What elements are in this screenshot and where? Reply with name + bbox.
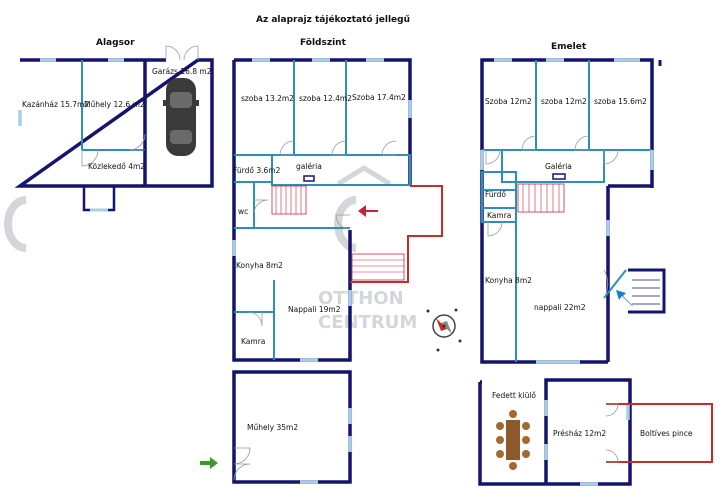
- ground-bathroom-label: Fürdő 3.6m2: [233, 166, 281, 175]
- ground-wc-label: wc: [238, 207, 248, 216]
- workshop-entry-arrow-icon: [200, 457, 218, 469]
- basement-corridor-label: Közlekedő 4m2: [88, 162, 145, 171]
- watermark-line2: CENTRUM: [318, 312, 417, 333]
- ground-gallery-label: galéria: [296, 162, 322, 171]
- plan-title: Az alaprajz tájékoztató jellegű: [256, 14, 410, 25]
- basement-entry: [82, 184, 116, 212]
- ground-floor-header: Földszint: [300, 38, 347, 48]
- upper-kitchen-label: Konyha 8m2: [485, 276, 532, 285]
- watermark-line1: OTTHON: [318, 288, 404, 309]
- ground-stairs: [271, 185, 307, 215]
- basement-plan: Kazánház 15.7m2 Műhely 12.6 m2 Közlekedő…: [14, 45, 214, 212]
- car-icon: [163, 78, 199, 156]
- upper-room3-label: szoba 15.6m2: [594, 97, 647, 106]
- ground-pantry-label: Kamra: [241, 337, 265, 346]
- upper-press-house-label: Présház 12m2: [553, 429, 606, 438]
- outbuildings-plan: Fedett kiülő Présház 12m2 Boltíves pince: [478, 378, 713, 486]
- ground-external-stairs: [350, 185, 443, 283]
- upper-bathroom-label: Fürdő: [485, 190, 506, 199]
- ground-room3-label: Szoba 17.4m2: [352, 93, 406, 102]
- basement-boiler-label: Kazánház 15.7m2: [22, 100, 89, 109]
- cellar-outline: [606, 403, 713, 463]
- upper-living-label: nappali 22m2: [534, 303, 586, 312]
- ground-room1-label: szoba 13.2m2: [241, 94, 294, 103]
- upper-room1-label: Szoba 12m2: [485, 97, 532, 106]
- watermark: OTTHON CENTRUM: [4, 165, 417, 333]
- basement-header: Alagsor: [96, 38, 135, 48]
- compass-icon: [426, 308, 462, 352]
- garage-door-icon: [165, 45, 199, 61]
- ground-kitchen-label: Konyha 8m2: [236, 261, 283, 270]
- upper-cellar-label: Boltíves pince: [640, 429, 693, 438]
- dining-table-icon: [496, 410, 530, 470]
- ground-entry-arrow-icon: [358, 205, 378, 217]
- upper-stairs: [517, 183, 565, 213]
- ground-workshop-plan: Műhely 35m2: [200, 370, 352, 484]
- ground-gallery-fireplace-icon: [303, 175, 315, 182]
- upper-porch-label: Fedett kiülő: [492, 391, 536, 400]
- watermark-logo-icon: [336, 165, 392, 187]
- upper-floor-plan: Szoba 12m2 szoba 12m2 szoba 15.6m2 Galér…: [480, 58, 666, 364]
- upper-entry-arrow-icon: [616, 290, 633, 306]
- upper-gallery-label: Galéria: [545, 162, 572, 171]
- ground-room2-label: szoba 12.4m2: [299, 94, 352, 103]
- upper-room2-label: szoba 12m2: [541, 97, 587, 106]
- upper-pantry-label: Kamra: [487, 211, 511, 220]
- upper-external-stairs: [628, 268, 666, 314]
- upper-floor-header: Emelet: [551, 42, 587, 52]
- basement-workshop-label: Műhely 12.6 m2: [84, 100, 145, 109]
- ground-workshop-label: Műhely 35m2: [247, 423, 298, 432]
- ground-living-label: Nappali 19m2: [288, 305, 341, 314]
- ground-floor-plan: szoba 13.2m2 szoba 12.4m2 Szoba 17.4m2 F…: [232, 58, 443, 362]
- basement-garage-label: Garázs 16.8 m2: [152, 67, 212, 76]
- upper-gallery-fireplace-icon: [552, 173, 566, 180]
